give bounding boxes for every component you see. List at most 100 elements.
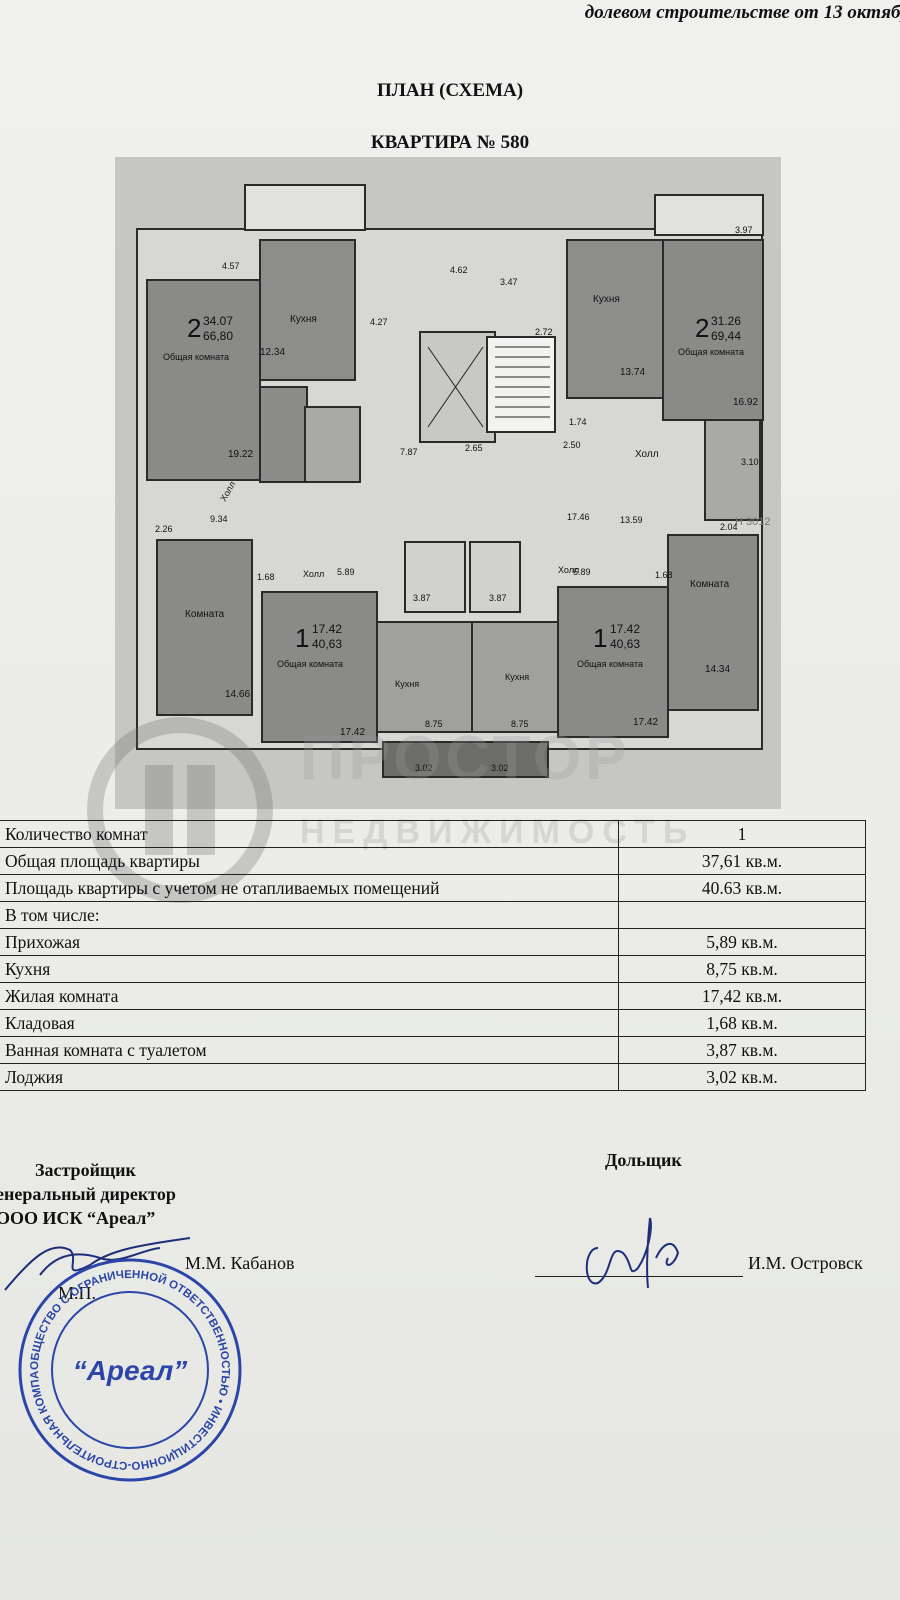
room-br-area-top: 17.42 bbox=[610, 622, 640, 636]
plan-dimension-label: 4.62 bbox=[450, 265, 468, 275]
room-tl-area-top: 34.07 bbox=[203, 314, 233, 328]
room-tr-num: 2 bbox=[695, 313, 709, 343]
company-stamp: ОБЩЕСТВО С ОГРАНИЧЕННОЙ ОТВЕТСТВЕННОСТЬЮ… bbox=[10, 1250, 242, 1482]
spec-label: Площадь квартиры с учетом не отапливаемы… bbox=[0, 874, 619, 902]
spec-label: Лоджия bbox=[0, 1063, 619, 1091]
room-bl-area-top: 17.42 bbox=[312, 622, 342, 636]
kitchen-bl-label: Кухня bbox=[395, 679, 419, 689]
hall-br-label: Холл bbox=[558, 565, 579, 575]
plan-dimension-label: 3.97 bbox=[735, 225, 753, 235]
plan-dimension-label: 3.02 bbox=[491, 763, 509, 773]
spec-row: Площадь квартиры с учетом не отапливаемы… bbox=[0, 874, 866, 902]
kitchen-tr-label: Кухня bbox=[593, 294, 620, 305]
plan-dimension-label: 1.68 bbox=[655, 570, 673, 580]
hall-right-label: Холл bbox=[635, 449, 659, 460]
room-tl-label: Общая комната bbox=[163, 352, 229, 362]
spec-label: Кухня bbox=[0, 955, 619, 983]
room-bl-label: Общая комната bbox=[277, 659, 343, 669]
spec-value bbox=[618, 901, 866, 929]
stamp-mp-label: М.П. bbox=[58, 1283, 97, 1303]
spec-value: 8,75 кв.м. bbox=[618, 955, 866, 983]
room-tl-area-bottom: 66,80 bbox=[203, 329, 233, 343]
plan-dimension-label: 3.87 bbox=[413, 593, 431, 603]
room-bl-area-bottom: 40,63 bbox=[312, 637, 342, 651]
kitchen-br-label: Кухня bbox=[505, 672, 529, 682]
plan-dimension-label: 2.50 bbox=[563, 440, 581, 450]
plan-dimension-label: 2.65 bbox=[465, 443, 483, 453]
spec-label: В том числе: bbox=[0, 901, 619, 929]
spec-value: 40.63 кв.м. bbox=[618, 874, 866, 902]
kitchen-br-size: 8.75 bbox=[511, 719, 529, 729]
developer-company: ООО ИСК “Ареал” bbox=[0, 1208, 156, 1228]
plan-dimension-label: 13.59 bbox=[620, 515, 643, 525]
spec-value: 3,87 кв.м. bbox=[618, 1036, 866, 1064]
room-right-label: Комната bbox=[690, 579, 730, 590]
plan-dimension-label: 2.26 bbox=[155, 524, 173, 534]
header-top-text: долевом строительстве от 13 октябр bbox=[584, 2, 900, 23]
kitchen-tl-label: Кухня bbox=[290, 314, 317, 325]
hall-left-size: 9.34 bbox=[210, 514, 228, 524]
room-right-size: 14.34 bbox=[705, 664, 730, 675]
plan-dimension-label: 1.68 bbox=[257, 572, 275, 582]
spec-value: 1,68 кв.м. bbox=[618, 1009, 866, 1037]
plan-dimension-label: 3.87 bbox=[489, 593, 507, 603]
developer-name: М.М. Кабанов bbox=[185, 1253, 295, 1273]
document-title: ПЛАН (СХЕМА) bbox=[376, 80, 524, 101]
apartment-number: КВАРТИРА № 580 bbox=[370, 132, 530, 153]
shareholder-signature-line bbox=[535, 1276, 743, 1277]
plan-dimension-label: 17.46 bbox=[567, 512, 590, 522]
floor-plan: 2 34.07 66,80 Общая комната 19.22 2 31.2… bbox=[115, 157, 781, 809]
plan-dimension-label: 4.57 bbox=[222, 261, 240, 271]
plan-dimension-label: 3.47 bbox=[500, 277, 518, 287]
plan-dimension-label: 2.04 bbox=[720, 522, 738, 532]
plan-dimension-label: 5.89 bbox=[573, 567, 591, 577]
developer-heading: Застройщик bbox=[35, 1160, 136, 1180]
room-left-size: 14.66 bbox=[225, 689, 250, 700]
shareholder-heading: Дольщик bbox=[605, 1150, 682, 1170]
room-tr-area-top: 31.26 bbox=[711, 314, 741, 328]
developer-signature bbox=[4, 1237, 191, 1291]
plan-dimension-label: 5.89 bbox=[337, 567, 355, 577]
shareholder-signature bbox=[585, 1217, 680, 1289]
room-tl-size: 19.22 bbox=[228, 449, 253, 460]
spec-label: Количество комнат bbox=[0, 820, 619, 848]
kitchen-tr-size: 13.74 bbox=[620, 367, 645, 378]
spec-value: 3,02 кв.м. bbox=[618, 1063, 866, 1091]
spec-row: В том числе: bbox=[0, 901, 866, 929]
hall-bl-label: Холл bbox=[303, 569, 324, 579]
room-br-size: 17.42 bbox=[633, 717, 658, 728]
developer-position: енеральный директор bbox=[0, 1184, 176, 1204]
room-tl-num: 2 bbox=[187, 313, 201, 343]
plan-dimension-label: 1.74 bbox=[569, 417, 587, 427]
room-left-label: Комната bbox=[185, 609, 225, 620]
plan-dimension-label: 4.27 bbox=[370, 317, 388, 327]
room-br-area-bottom: 40,63 bbox=[610, 637, 640, 651]
spec-value: 5,89 кв.м. bbox=[618, 928, 866, 956]
room-tr-area-bottom: 69,44 bbox=[711, 329, 741, 343]
stamp-center-text: “Ареал” bbox=[73, 1355, 188, 1386]
shareholder-name: И.М. Островск bbox=[748, 1253, 863, 1273]
room-br-label: Общая комната bbox=[577, 659, 643, 669]
plan-dimension-label: 3.02 bbox=[415, 763, 433, 773]
plan-dimension-label: 2.72 bbox=[535, 327, 553, 337]
room-bl-size: 17.42 bbox=[340, 727, 365, 738]
spec-value: 1 bbox=[618, 820, 866, 848]
spec-label: Жилая комната bbox=[0, 982, 619, 1010]
plan-dimension-label: 7.87 bbox=[400, 447, 418, 457]
spec-label: Прихожая bbox=[0, 928, 619, 956]
room-tr-label: Общая комната bbox=[678, 347, 744, 357]
plan-dimension-label: 3.10 bbox=[741, 457, 759, 467]
kitchen-tl-size: 12.34 bbox=[260, 347, 285, 358]
kitchen-bl-size: 8.75 bbox=[425, 719, 443, 729]
spec-value: 17,42 кв.м. bbox=[618, 982, 866, 1010]
